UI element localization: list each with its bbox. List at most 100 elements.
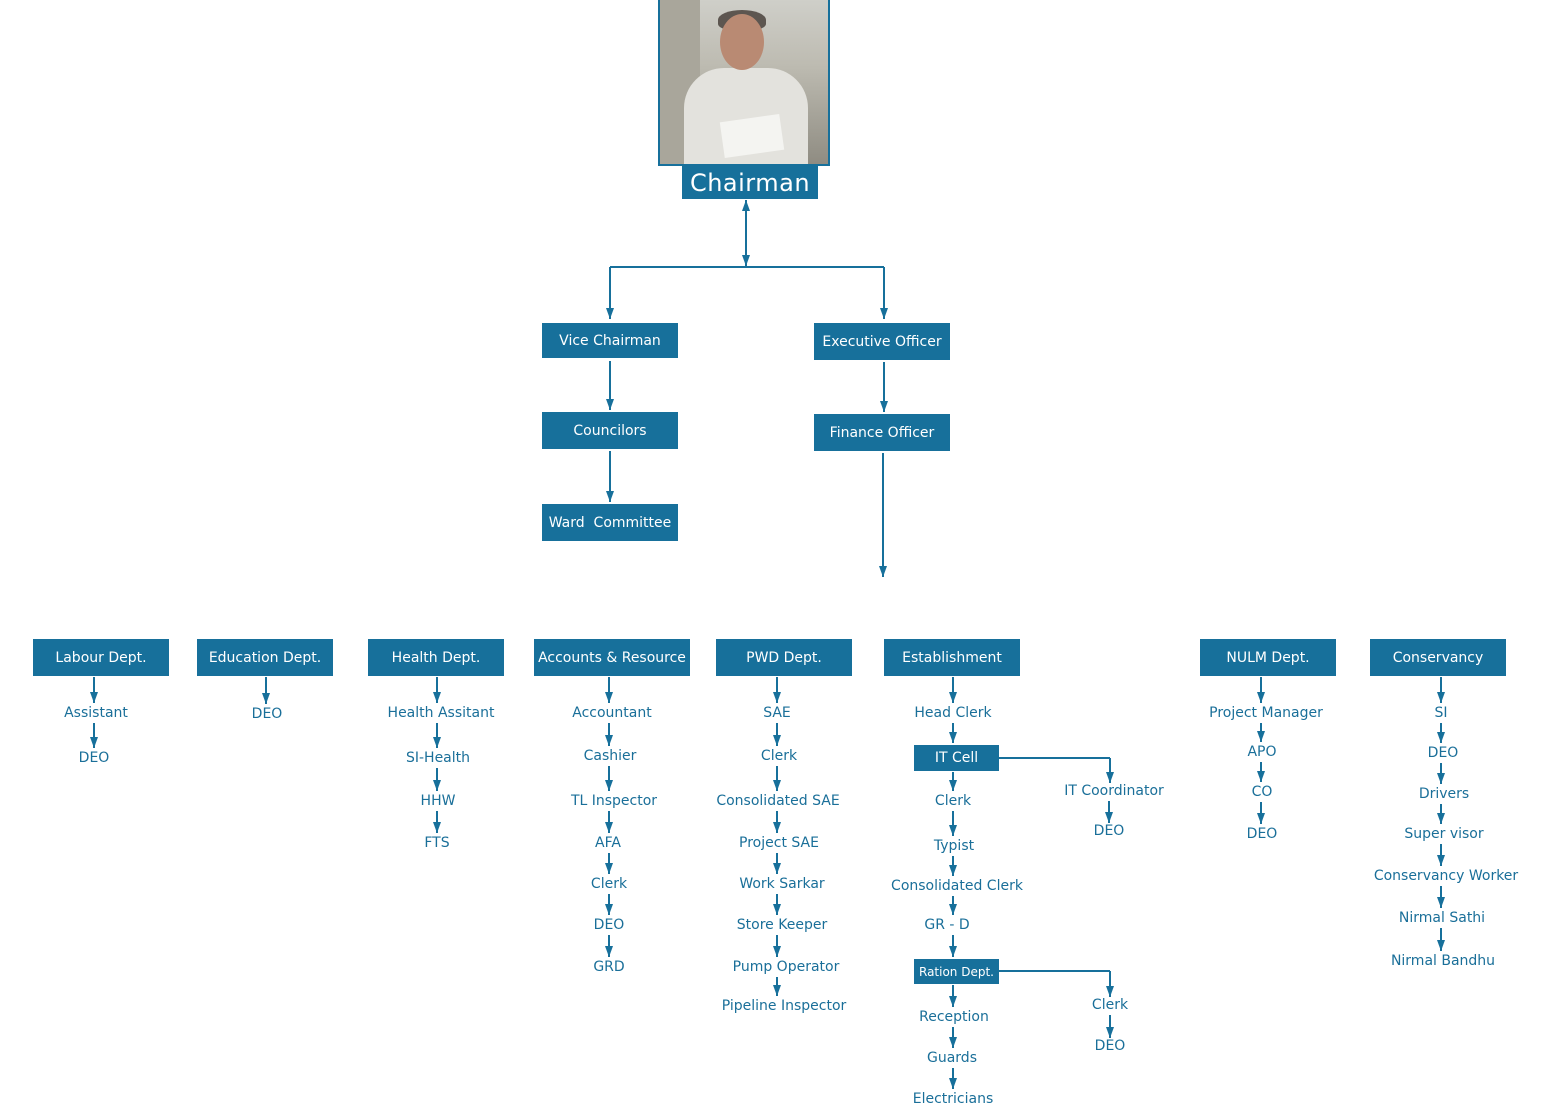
dept-pwd-item-5: Store Keeper — [736, 917, 828, 933]
dept-conservancy-item-1: DEO — [1427, 745, 1459, 761]
dept-pwd-item-2: Consolidated SAE — [716, 793, 840, 809]
dept-accounts-arrow-5-head — [605, 904, 613, 915]
dept-conservancy-arrow-4-head — [1437, 855, 1445, 866]
dept-establishment-arrow-4-head — [949, 865, 957, 876]
dept-establishment-ration-branch-1: DEO — [1094, 1038, 1126, 1054]
dept-education-header: Education Dept. — [197, 639, 333, 676]
dept-pwd-arrow-1-head — [773, 735, 781, 746]
dept-establishment-arrow-6-head — [949, 946, 957, 957]
dept-education-arrow-0-head — [262, 693, 270, 704]
dept-labour-arrow-1-head — [90, 737, 98, 748]
dept-pwd-arrow-2-head — [773, 780, 781, 791]
dept-health-item-3: FTS — [424, 835, 450, 851]
dept-conservancy-arrow-5-head — [1437, 897, 1445, 908]
dept-health-item-0: Health Assitant — [387, 705, 495, 721]
ward-committee-arrow-head — [606, 491, 614, 502]
dept-conservancy-item-3: Super visor — [1404, 826, 1484, 842]
dept-accounts-item-6: GRD — [593, 959, 625, 975]
dept-establishment-item-8: Guards — [927, 1050, 977, 1066]
finance-officer-box: Finance Officer — [814, 414, 950, 451]
vice-chairman-arrow-head — [606, 308, 614, 319]
executive-officer-arrow-head — [880, 308, 888, 319]
dept-accounts-arrow-0-head — [605, 692, 613, 703]
dept-education-item-0: DEO — [251, 706, 283, 722]
dept-nulm-arrow-3-head — [1257, 813, 1265, 824]
dept-establishment-arrow-5-head — [949, 904, 957, 915]
dept-establishment-item-9: Electricians — [912, 1091, 994, 1107]
dept-establishment-arrow-3-head — [949, 825, 957, 836]
dept-nulm-arrow-1-head — [1257, 731, 1265, 742]
chairman-arrow-down-head — [742, 255, 750, 266]
dept-health-arrow-3-head — [433, 822, 441, 833]
dept-accounts-arrow-4-head — [605, 863, 613, 874]
dept-establishment-box-6: Ration Dept. — [914, 959, 999, 984]
dept-pwd-arrow-5-head — [773, 904, 781, 915]
dept-establishment-item-2: Clerk — [934, 793, 972, 809]
dept-establishment-it-branch-arrow-1-head — [1105, 812, 1113, 823]
dept-pwd-arrow-7-head — [773, 985, 781, 996]
dept-establishment-ration-branch-arrow-0-head — [1106, 986, 1114, 997]
dept-accounts-item-3: AFA — [595, 835, 621, 851]
dept-pwd-item-0: SAE — [763, 705, 791, 721]
dept-conservancy-item-5: Nirmal Sathi — [1398, 910, 1486, 926]
dept-accounts-arrow-1-head — [605, 735, 613, 746]
dept-nulm-header: NULM Dept. — [1200, 639, 1336, 676]
dept-establishment-arrow-2-head — [949, 780, 957, 791]
dept-nulm-item-0: Project Manager — [1209, 705, 1323, 721]
dept-labour-arrow-0-head — [90, 692, 98, 703]
dept-accounts-arrow-6-head — [605, 946, 613, 957]
dept-pwd-arrow-4-head — [773, 863, 781, 874]
dept-pwd-item-3: Project SAE — [739, 835, 819, 851]
dept-labour-header: Labour Dept. — [33, 639, 169, 676]
dept-conservancy-header: Conservancy — [1370, 639, 1506, 676]
dept-accounts-arrow-2-head — [605, 780, 613, 791]
councilors-box: Councilors — [542, 412, 678, 449]
dept-accounts-item-4: Clerk — [590, 876, 628, 892]
dept-health-arrow-1-head — [433, 737, 441, 748]
chairman-arrow-up-head — [742, 200, 750, 211]
dept-health-arrow-2-head — [433, 780, 441, 791]
dept-establishment-it-branch-arrow-0-head — [1106, 772, 1114, 783]
dept-accounts-item-1: Cashier — [583, 748, 637, 764]
dept-nulm-item-2: CO — [1251, 784, 1273, 800]
dept-establishment-arrow-7-head — [949, 996, 957, 1007]
dept-establishment-item-5: GR - D — [924, 917, 970, 933]
dept-establishment-ration-branch-arrow-1-head — [1106, 1027, 1114, 1038]
dept-conservancy-item-2: Drivers — [1418, 786, 1470, 802]
dept-establishment-header: Establishment — [884, 639, 1020, 676]
dept-pwd-arrow-0-head — [773, 692, 781, 703]
dept-pwd-item-1: Clerk — [760, 748, 798, 764]
dept-establishment-item-3: Typist — [933, 838, 975, 854]
dept-accounts-header: Accounts & Resource — [534, 639, 690, 676]
dept-health-item-2: HHW — [420, 793, 456, 809]
dept-conservancy-arrow-0-head — [1437, 692, 1445, 703]
dept-conservancy-item-0: SI — [1434, 705, 1448, 721]
dept-conservancy-arrow-2-head — [1437, 773, 1445, 784]
dept-accounts-item-0: Accountant — [572, 705, 652, 721]
dept-pwd-item-6: Pump Operator — [732, 959, 840, 975]
departments-arrow-head — [879, 566, 887, 577]
dept-conservancy-arrow-3-head — [1437, 813, 1445, 824]
dept-health-item-1: SI-Health — [405, 750, 471, 766]
dept-nulm-arrow-2-head — [1257, 771, 1265, 782]
dept-pwd-header: PWD Dept. — [716, 639, 852, 676]
dept-nulm-item-1: APO — [1247, 744, 1277, 760]
dept-pwd-item-7: Pipeline Inspector — [721, 998, 847, 1014]
dept-accounts-item-5: DEO — [593, 917, 625, 933]
executive-officer-box: Executive Officer — [814, 323, 950, 360]
dept-nulm-item-3: DEO — [1246, 826, 1278, 842]
chairman-photo — [658, 0, 830, 166]
dept-establishment-item-0: Head Clerk — [914, 705, 992, 721]
dept-establishment-item-7: Reception — [919, 1009, 989, 1025]
dept-establishment-arrow-8-head — [949, 1037, 957, 1048]
dept-pwd-arrow-3-head — [773, 822, 781, 833]
dept-accounts-arrow-3-head — [605, 822, 613, 833]
ward-committee-box: Ward Committee — [542, 504, 678, 541]
dept-accounts-item-2: TL Inspector — [570, 793, 658, 809]
councilors-arrow-head — [606, 399, 614, 410]
dept-pwd-arrow-6-head — [773, 946, 781, 957]
dept-establishment-it-branch-0: IT Coordinator — [1064, 783, 1164, 799]
vice-chairman-box: Vice Chairman — [542, 323, 678, 358]
